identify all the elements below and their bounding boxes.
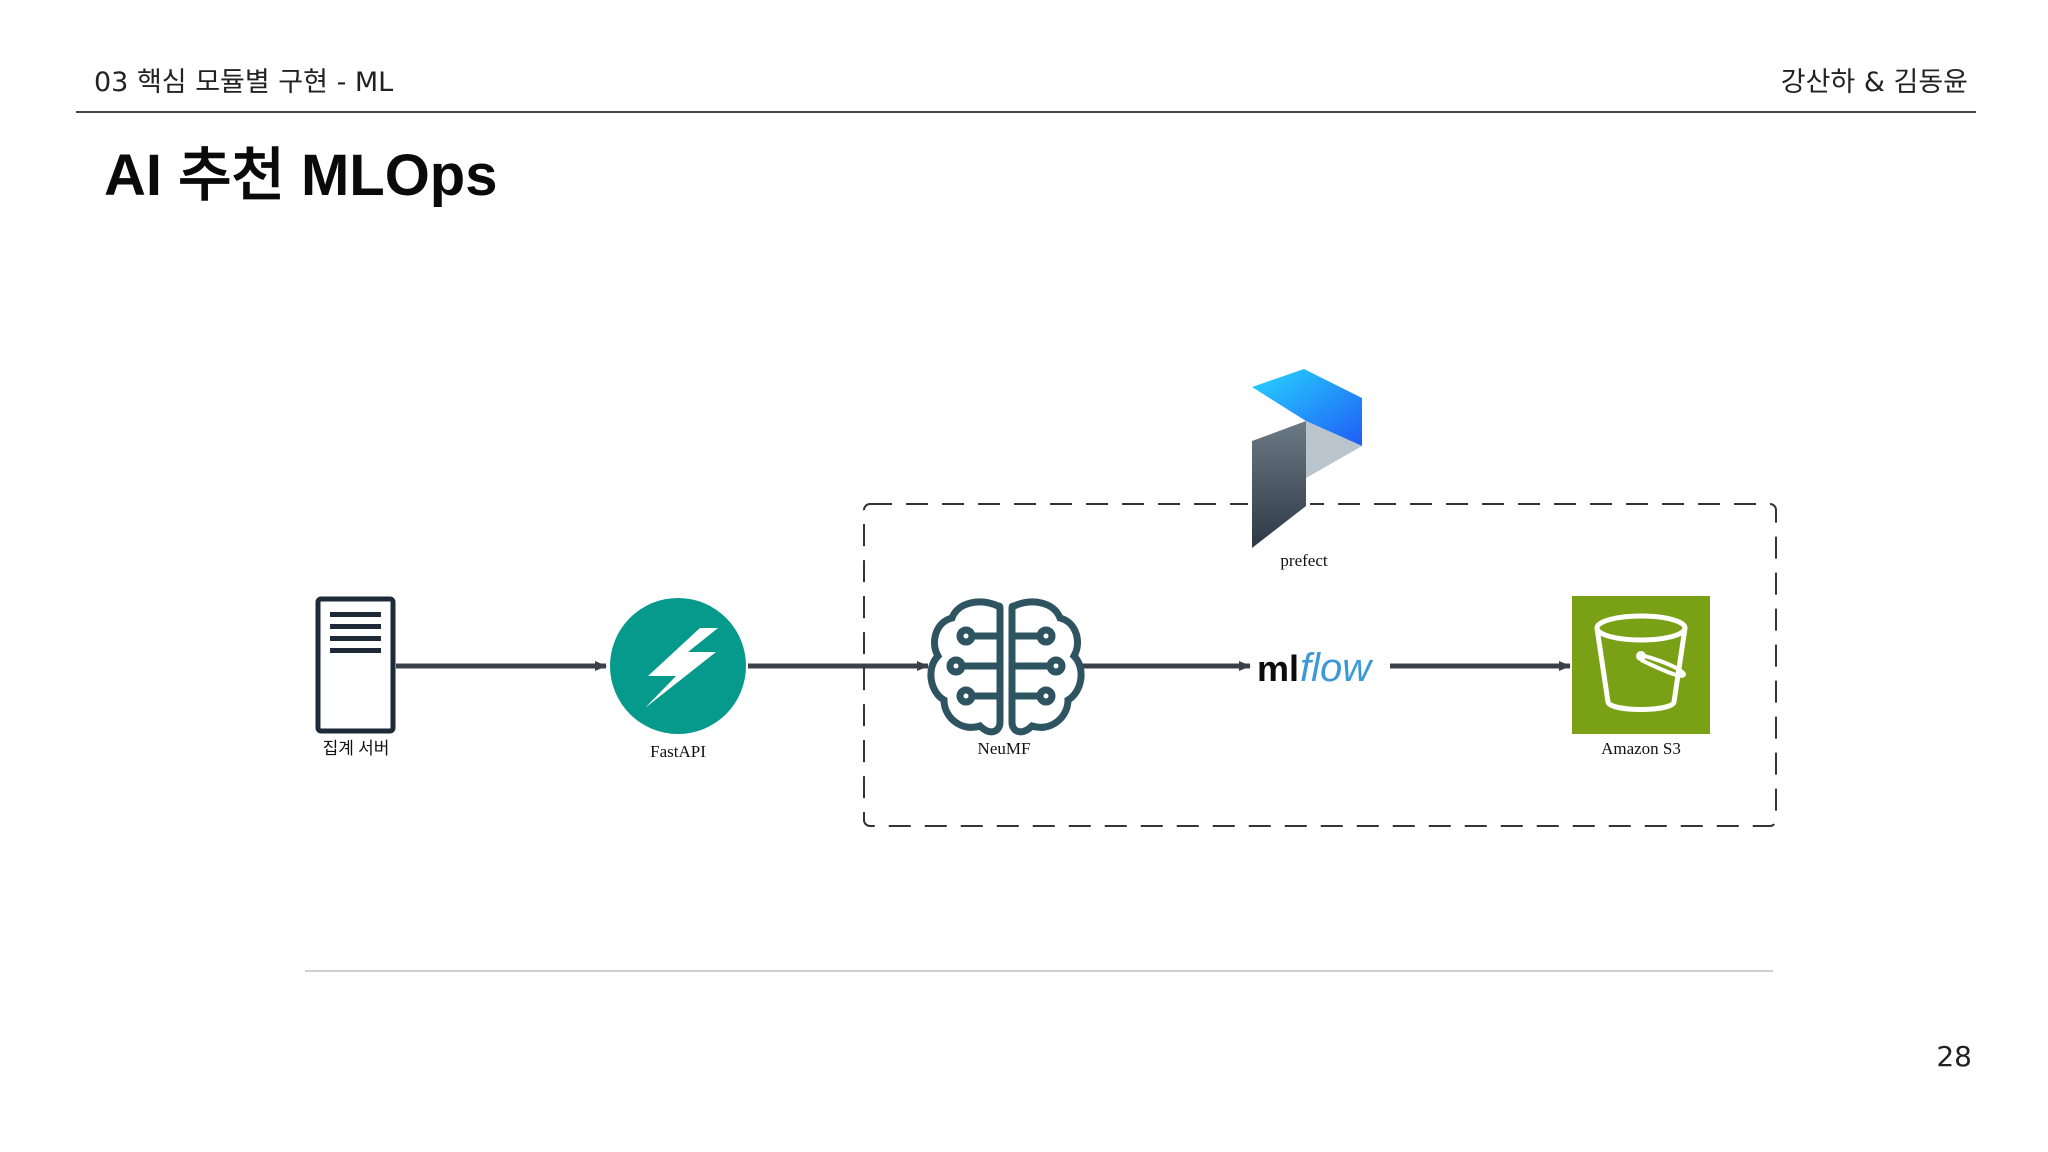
server-label: 집계 서버 (323, 739, 390, 758)
mlflow-prefix: ml (1257, 648, 1299, 689)
brain-icon (927, 598, 1085, 736)
mlflow-logo: ml flow (1252, 640, 1388, 696)
section-label: 03 핵심 모듈별 구현 - ML (94, 67, 394, 98)
bottom-divider (305, 970, 1773, 972)
fastapi-label: FastAPI (650, 742, 706, 761)
neumf-label: NeuMF (978, 739, 1031, 758)
mlflow-label: flow (1300, 646, 1374, 690)
prefect-logo (1248, 369, 1362, 548)
s3-label: Amazon S3 (1601, 739, 1681, 758)
bucket-icon (1572, 596, 1710, 734)
prefect-label: prefect (1280, 551, 1327, 570)
fastapi-logo (610, 598, 746, 734)
page-number: 28 (1936, 1040, 1972, 1073)
header-divider (76, 111, 1976, 113)
page-title: AI 추천 MLOps (104, 143, 498, 208)
authors: 강산하 & 김동윤 (1780, 67, 1968, 98)
server-icon (315, 596, 396, 734)
prefect-group-box (863, 503, 1777, 827)
